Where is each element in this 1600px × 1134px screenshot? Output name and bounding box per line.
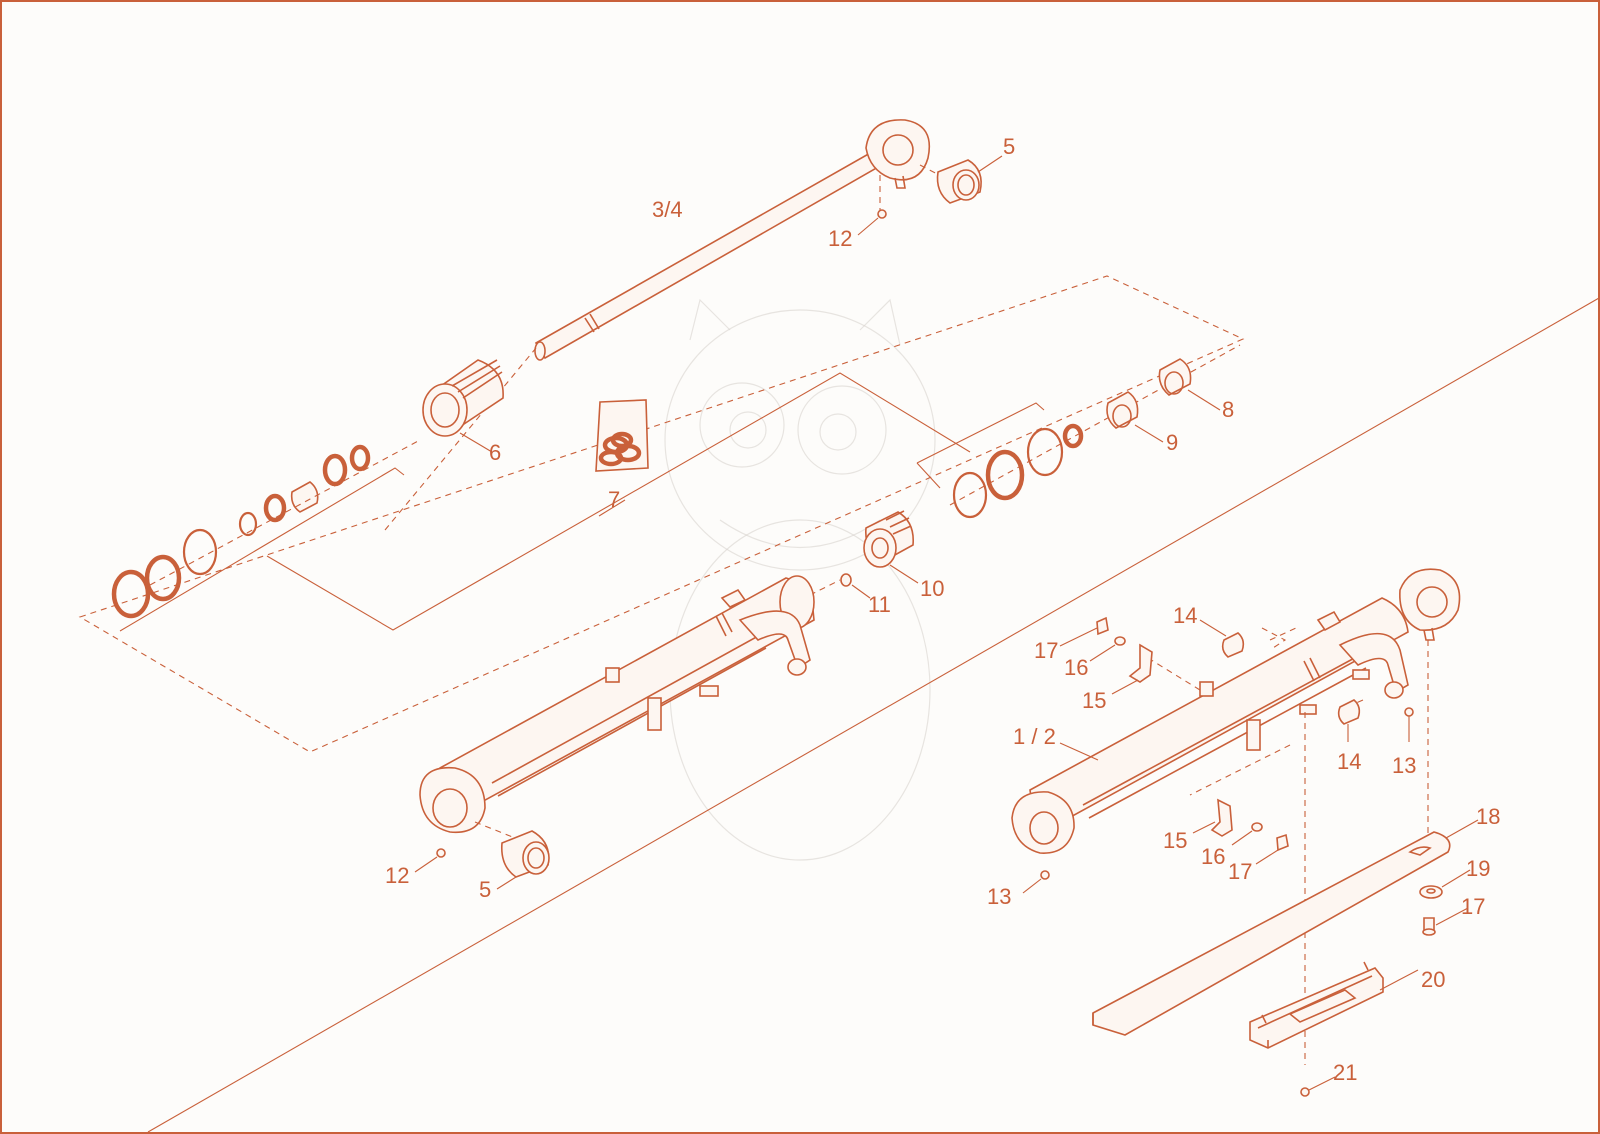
seal-rings-right — [949, 344, 1241, 519]
callout-17-lower: 17 — [1228, 859, 1252, 884]
rod-guide-part-6 — [422, 359, 504, 453]
callout-16-lower: 16 — [1201, 844, 1225, 869]
callout-7: 7 — [608, 487, 620, 512]
callout-14-upper: 14 — [1173, 603, 1197, 628]
callout-3-4: 3/4 — [652, 197, 683, 222]
callout-19: 19 — [1466, 856, 1490, 881]
callout-17-strap: 17 — [1461, 894, 1485, 919]
piston-part-10 — [863, 510, 919, 584]
callout-labels: 1 / 2 3/4 5 5 6 7 8 9 10 11 12 12 13 13 … — [385, 134, 1500, 1085]
callout-10: 10 — [920, 576, 944, 601]
callout-1-2: 1 / 2 — [1013, 724, 1056, 749]
fitting-part-14-lower — [1337, 699, 1361, 742]
grease-fitting-part-12-top — [857, 209, 887, 236]
bushing-part-8 — [1158, 358, 1221, 411]
callout-17-upper: 17 — [1034, 638, 1058, 663]
callout-5-bottom: 5 — [479, 877, 491, 902]
callout-9: 9 — [1166, 430, 1178, 455]
callout-18: 18 — [1476, 804, 1500, 829]
washer-part-19 — [1419, 869, 1471, 899]
seal-kit-outline — [78, 275, 1245, 753]
screw-part-21 — [1300, 1076, 1336, 1097]
callout-21: 21 — [1333, 1060, 1357, 1085]
bushing-part-5-bottom — [496, 830, 550, 890]
callout-5-top: 5 — [1003, 134, 1015, 159]
callout-12-bottom: 12 — [385, 863, 409, 888]
seal-kit-bag-part-7 — [595, 399, 649, 472]
bushing-part-9 — [1106, 391, 1164, 443]
cylinder-assembly-part-1-2 — [1011, 568, 1461, 854]
clamp-group-upper — [1059, 616, 1153, 695]
grease-nipple-part-13-right — [1404, 707, 1414, 742]
callout-13-left: 13 — [987, 884, 1011, 909]
seal-kit-bracket — [119, 372, 1045, 632]
fitting-part-14-upper — [1199, 619, 1245, 658]
bracket-plate-part-20 — [1249, 961, 1419, 1049]
callout-13-right: 13 — [1392, 753, 1416, 778]
callout-6: 6 — [489, 440, 501, 465]
callout-11: 11 — [868, 592, 891, 617]
callout-12-top: 12 — [828, 226, 852, 251]
callout-14-lower: 14 — [1337, 749, 1361, 774]
callout-15-upper: 15 — [1082, 688, 1106, 713]
bushing-part-5-top — [936, 155, 1003, 204]
clamp-group-lower — [1192, 798, 1289, 865]
seal-rings-left — [111, 439, 421, 619]
callout-15-lower: 15 — [1163, 828, 1187, 853]
grease-fitting-part-12-bottom — [414, 848, 446, 873]
callout-16-upper: 16 — [1064, 655, 1088, 680]
strap-part-18 — [1092, 819, 1479, 1036]
watermark-mascot — [664, 298, 936, 861]
callout-20: 20 — [1421, 967, 1445, 992]
piston-rod-part-3-4 — [384, 119, 946, 531]
nut-part-11 — [799, 573, 871, 601]
bolt-part-17-strap — [1422, 907, 1469, 936]
callout-8: 8 — [1222, 397, 1234, 422]
divider-line — [147, 297, 1600, 1133]
cylinder-barrel-exploded — [419, 575, 815, 841]
grease-nipple-part-13-left — [1022, 870, 1050, 894]
